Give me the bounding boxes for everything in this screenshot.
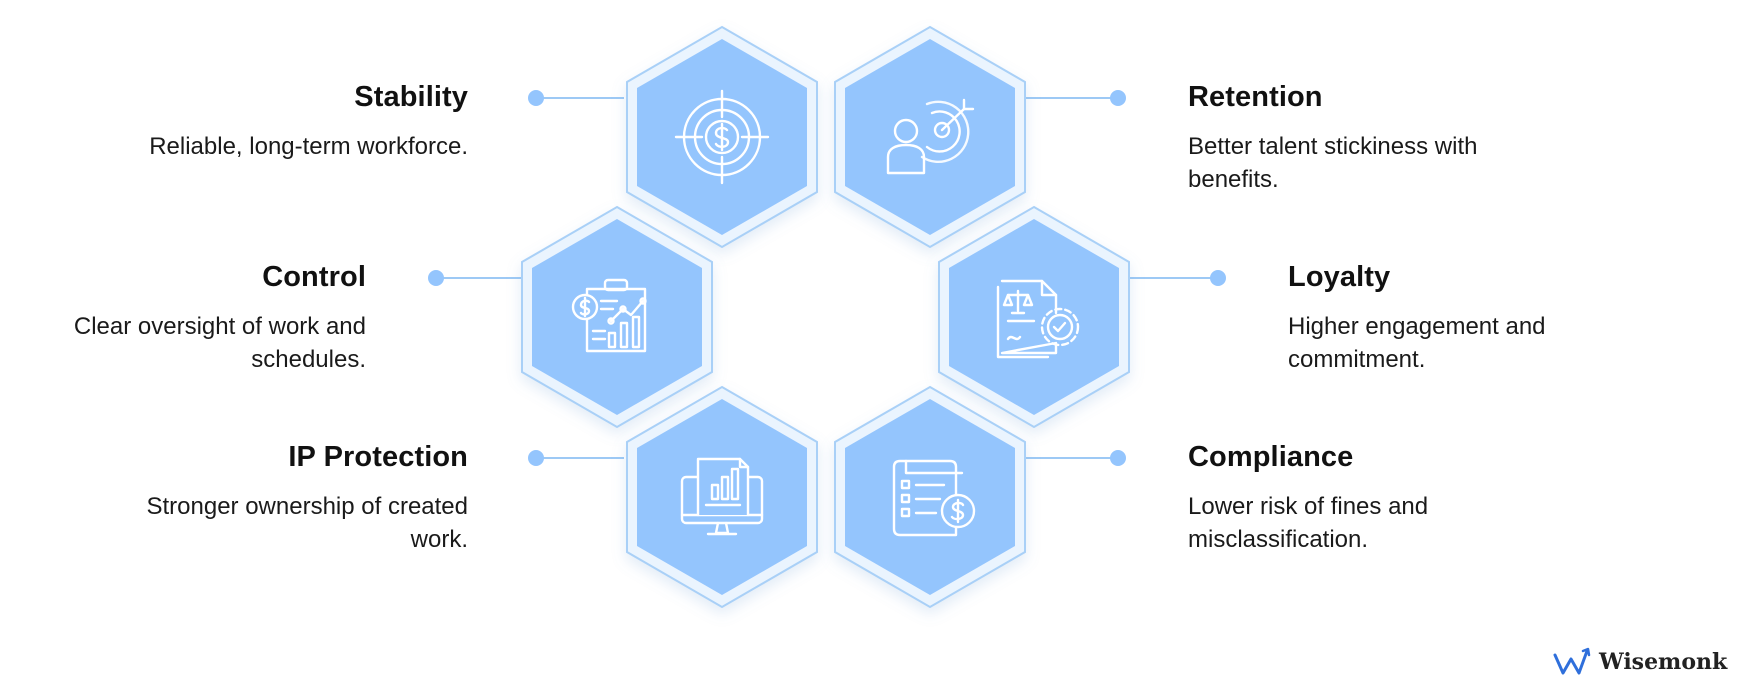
connectors (428, 90, 1226, 466)
hexagon-ip-protection (626, 385, 818, 609)
benefit-control: Control Clear oversight of work and sche… (10, 260, 366, 376)
dollar-target-icon (674, 89, 770, 185)
connector-dot-compliance (1110, 450, 1126, 466)
hexagon-compliance (834, 385, 1026, 609)
benefit-description: Clear oversight of work and schedules. (73, 313, 366, 373)
connector-dot-retention (1110, 90, 1126, 106)
benefit-title: Stability (354, 81, 468, 113)
benefit-ip-protection: IP Protection Stronger ownership of crea… (118, 440, 468, 556)
benefit-description: Better talent stickiness with benefits. (1188, 133, 1478, 193)
benefit-description: Stronger ownership of created work. (146, 493, 468, 553)
contract-gear-icon (996, 279, 1080, 359)
connector-dot-stability (528, 90, 544, 106)
hexagon-loyalty (938, 205, 1130, 429)
benefit-title: Compliance (1188, 441, 1354, 473)
brand-logo: Wisemonk (1553, 647, 1727, 677)
benefit-title: Loyalty (1288, 261, 1391, 293)
benefit-title: IP Protection (288, 441, 468, 473)
benefit-stability: Stability Reliable, long-term workforce. (48, 80, 468, 163)
benefit-description: Higher engagement and commitment. (1288, 313, 1546, 373)
hexagon-stability (626, 25, 818, 249)
benefit-compliance: Compliance Lower risk of fines and miscl… (1188, 440, 1518, 556)
connector-dot-ip-protection (528, 450, 544, 466)
connector-dot-control (428, 270, 444, 286)
monitor-document-icon (680, 457, 764, 536)
benefit-retention: Retention Better talent stickiness with … (1188, 80, 1558, 196)
clipboard-chart-icon (571, 278, 647, 353)
benefit-description: Reliable, long-term workforce. (149, 133, 468, 160)
hexagon-retention (834, 25, 1026, 249)
benefit-title: Retention (1188, 81, 1323, 113)
wisemonk-logo-icon (1553, 647, 1591, 675)
benefit-loyalty: Loyalty Higher engagement and commitment… (1288, 260, 1618, 376)
brand-name: Wisemonk (1599, 649, 1728, 675)
checklist-dollar-icon (892, 459, 976, 537)
connector-dot-loyalty (1210, 270, 1226, 286)
benefit-title: Control (262, 261, 366, 293)
hexagon-control (521, 205, 713, 429)
benefit-description: Lower risk of fines and misclassificatio… (1188, 493, 1429, 553)
person-target-icon (886, 98, 975, 175)
